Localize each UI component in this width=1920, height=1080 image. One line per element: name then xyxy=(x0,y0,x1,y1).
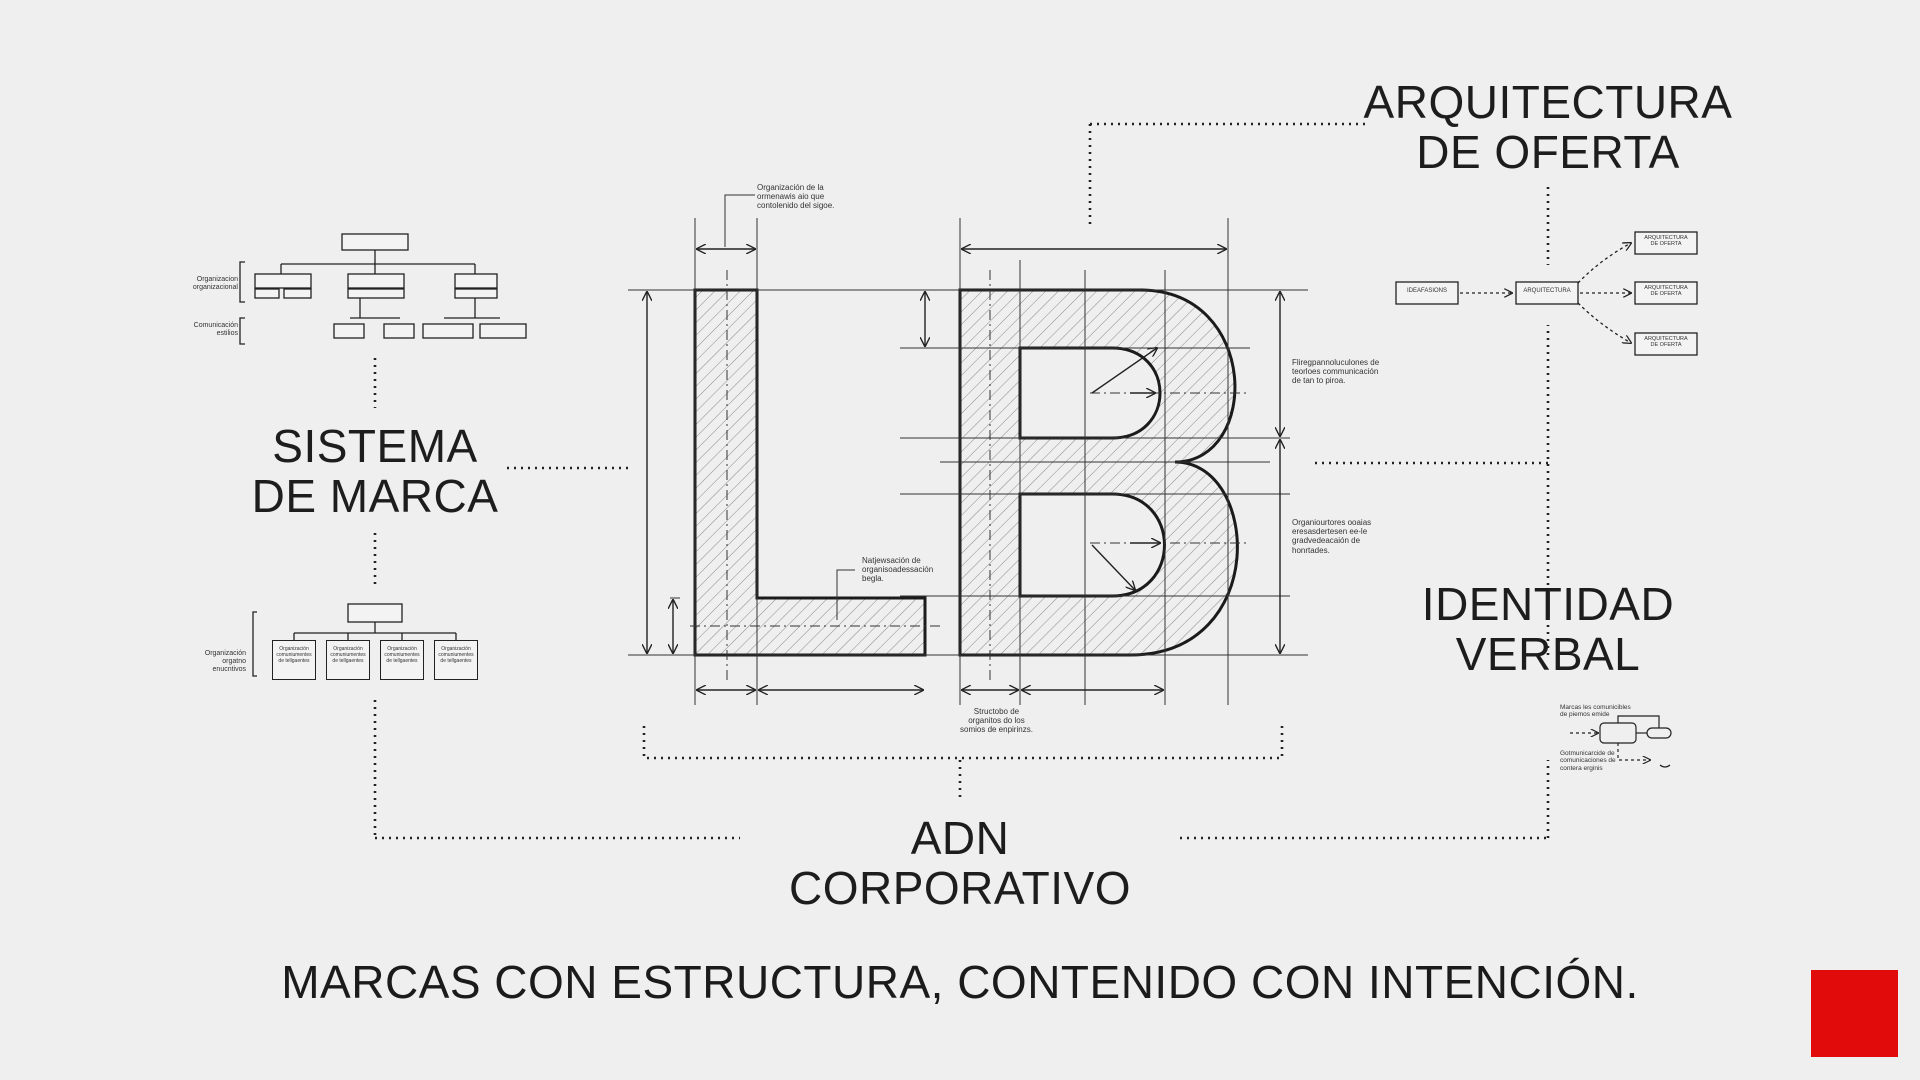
label-line: SISTEMA xyxy=(272,420,478,472)
label-sistema-de-marca: SISTEMA DE MARCA xyxy=(235,420,515,522)
annotation-verbal-a: Marcas les comunicibles de piemos emide xyxy=(1560,704,1631,719)
org-box-text: Organización comuniumentes de tellgaente… xyxy=(276,646,312,664)
dotted-connectors xyxy=(373,122,1550,840)
offer-box-text: ARQUITECTURA DE OFERTA xyxy=(1644,285,1688,298)
annotation-right-lower: Organiourtores ooaias eresasdertesen ee-… xyxy=(1292,518,1372,555)
tagline: MARCAS CON ESTRUCTURA, CONTENIDO CON INT… xyxy=(281,956,1639,1008)
annotation-right-upper: Fliregpannoluculones de teorloes communi… xyxy=(1292,358,1380,386)
annotation-top-dimension: Organización de la ormenawis aio que con… xyxy=(757,183,835,211)
label-line: DE MARCA xyxy=(251,469,499,522)
label-identidad-verbal: IDENTIDAD VERBAL xyxy=(1398,578,1698,680)
label-line: VERBAL xyxy=(1455,627,1641,680)
org-box: Organización comuniumentes de tellgaente… xyxy=(326,640,370,680)
org-box-text: Organización comuniumentes de tellgaente… xyxy=(384,646,420,664)
org-box: Organización comuniumentes de tellgaente… xyxy=(272,640,316,680)
org-box: Organización comuniumentes de tellgaente… xyxy=(434,640,478,680)
annotation-verbal-b: Gotmunicarcide de comunicaciones de cont… xyxy=(1560,750,1616,772)
center-dash-lines xyxy=(690,270,1250,680)
annotation-bottom-center: Structobo de organitos do los somios de … xyxy=(960,707,1033,735)
monogram-letter-l xyxy=(693,288,927,657)
annotation-left-top-a: Organizacion organizacional xyxy=(192,276,238,292)
annotation-left-top-b: Comunicación estilios xyxy=(193,322,238,338)
org-chart-bottom xyxy=(252,603,457,677)
leader-lines xyxy=(724,194,855,620)
offer-box-text: ARQUITECTURA DE OFERTA xyxy=(1644,336,1688,349)
org-box-text: Organización comuniumentes de tellgaente… xyxy=(438,646,474,664)
label-arquitectura-de-oferta: ARQUITECTURA DE OFERTA xyxy=(1348,76,1748,178)
label-line: IDENTIDAD xyxy=(1421,578,1675,630)
annotation-inner-l: Natjewsación de organisoadessación begla… xyxy=(862,556,934,584)
offer-box-text: ARQUITECTURA xyxy=(1523,288,1571,294)
org-box-text: Organización comuniumentes de tellgaente… xyxy=(330,646,366,664)
construction-lines xyxy=(628,218,1308,705)
offer-box-text: ARQUITECTURA DE OFERTA xyxy=(1644,235,1688,248)
label-line: ARQUITECTURA xyxy=(1363,76,1733,128)
verbal-identity-diagram xyxy=(1570,715,1672,768)
monogram-letter-b xyxy=(958,288,1239,657)
brand-accent-square xyxy=(1811,970,1898,1057)
label-adn-corporativo: ADN CORPORATIVO xyxy=(788,812,1131,914)
label-line: DE OFERTA xyxy=(1416,125,1680,178)
offer-architecture-diagram xyxy=(1395,231,1698,356)
org-chart-top xyxy=(239,233,527,345)
annotation-left-bottom: Organización orgatno enucntivos xyxy=(204,650,246,674)
org-box: Organización comuniumentes de tellgaente… xyxy=(380,640,424,680)
offer-box-text: IDEAFASIONS xyxy=(1406,288,1447,294)
dimension-arrows xyxy=(647,249,1280,690)
